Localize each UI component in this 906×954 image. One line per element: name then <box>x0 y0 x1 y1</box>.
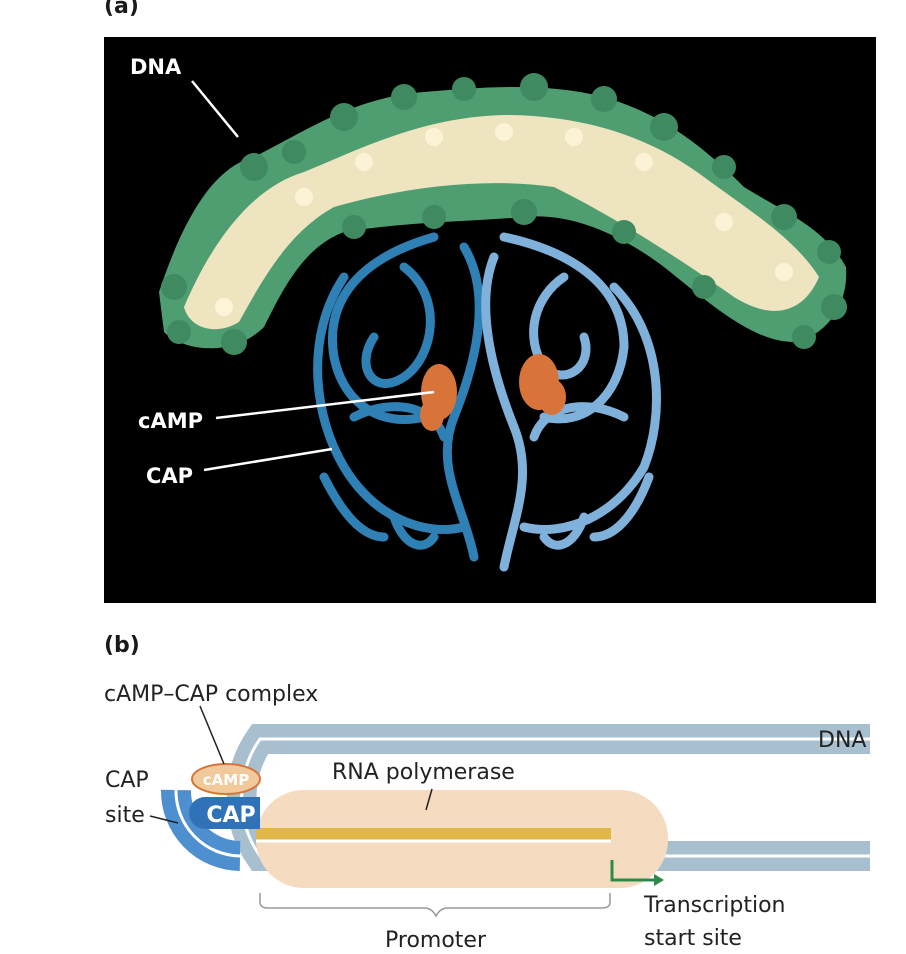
complex-leader-line <box>200 706 224 764</box>
panel-b-label: (b) <box>104 633 140 658</box>
panel-a-label: (a) <box>104 0 139 19</box>
promoter-band <box>256 828 611 841</box>
cap-label: CAP <box>146 464 193 488</box>
dna-label: DNA <box>130 55 182 79</box>
camp-cap-complex-label: cAMP–CAP complex <box>104 682 318 707</box>
dna-diagram-label: DNA <box>818 728 866 753</box>
promoter-brace <box>260 893 610 916</box>
transcription-start-label-line2: start site <box>644 926 742 951</box>
cap-tag-label: CAP <box>206 803 255 828</box>
cap-dna-structure-panel: DNA cAMP CAP <box>104 37 876 603</box>
camp-label: cAMP <box>138 409 203 433</box>
transcription-start-label-line1: Transcription <box>643 893 786 918</box>
camp-tag-label: cAMP <box>203 771 249 789</box>
cap-binding-diagram-panel: cAMP CAP cAMP–CAP complex DNA CAP site R… <box>0 660 906 954</box>
promoter-label: Promoter <box>385 928 487 953</box>
rna-polymerase-label: RNA polymerase <box>332 760 515 785</box>
cap-site-label-line1: CAP <box>105 768 149 793</box>
cap-site-label-line2: site <box>105 803 145 828</box>
